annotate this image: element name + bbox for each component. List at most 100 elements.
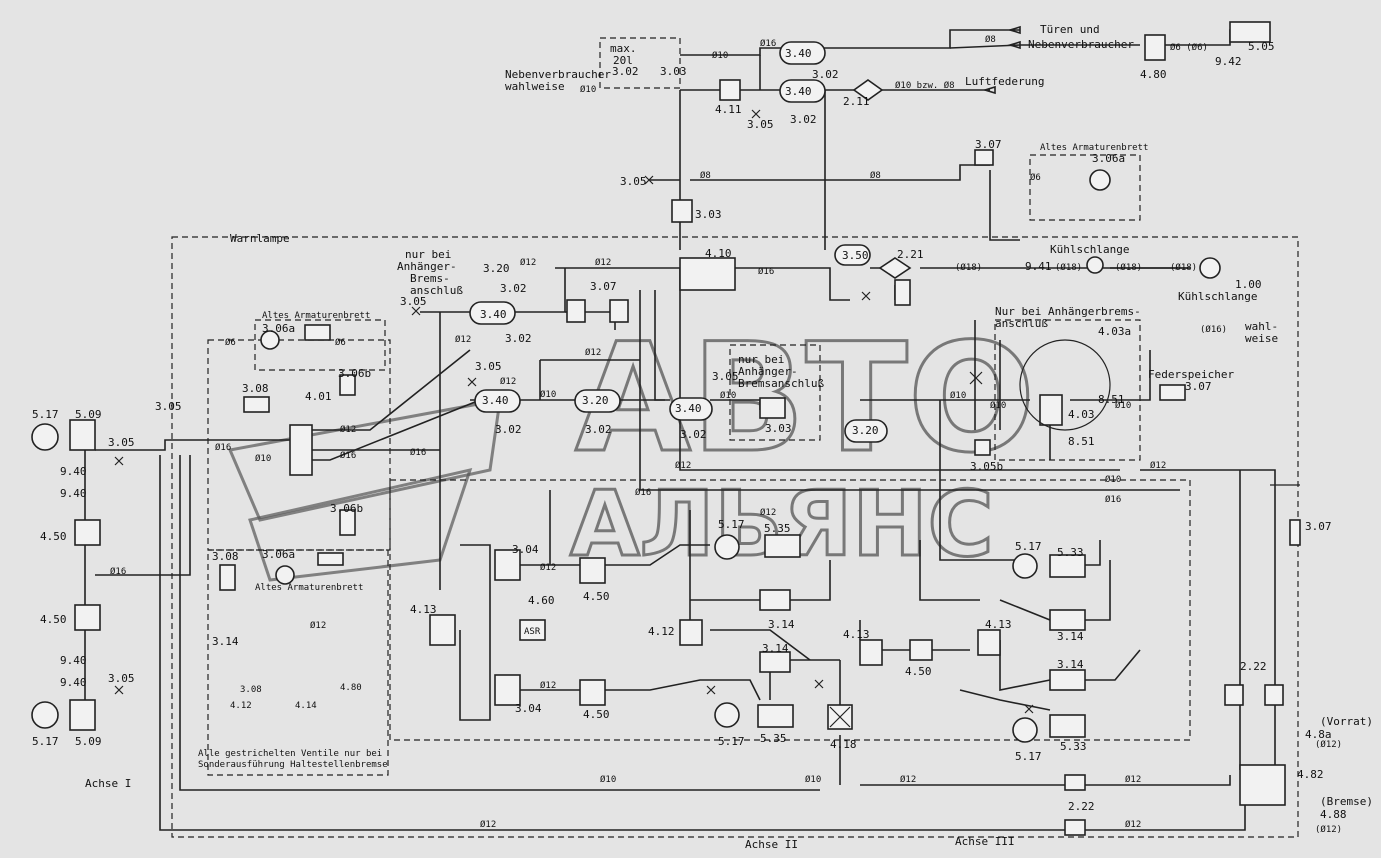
valve-3-07-right <box>1159 384 1186 401</box>
component-label: 3.07 <box>590 280 617 293</box>
component-label: 4.14 <box>295 701 317 711</box>
label-anschluss: anschluß <box>410 284 463 297</box>
pipe <box>95 439 290 451</box>
component-label: 3.05 <box>747 118 774 131</box>
component-label: 3.05 <box>155 400 182 413</box>
label-tueren-nebenverbraucher: Nebenverbraucher <box>1028 38 1134 51</box>
valve-2-22-bottom-1 <box>1064 774 1086 791</box>
compressor-1-00 <box>1199 257 1221 279</box>
label-warnlampe: Warnlampe <box>230 232 290 245</box>
component-label: 3.02 <box>790 113 817 126</box>
armatur-gauge-bottom <box>317 552 344 566</box>
component-label: 4.13 <box>985 618 1012 631</box>
valve-2-22-right <box>1264 684 1284 706</box>
valve-4-01 <box>289 424 313 476</box>
dashed-regions <box>171 37 1299 838</box>
label-alle-gestrichelten: Alle gestrichelten Ventile nur bei <box>198 749 382 759</box>
component-label: 3.06b <box>338 367 371 380</box>
component-label: 4.01 <box>305 390 332 403</box>
label-achse-1: Achse I <box>85 777 131 790</box>
label-sonderausfuehrung: Sonderausführung Haltestellenbremse <box>198 760 388 770</box>
component-label: 3.14 <box>768 618 795 631</box>
component-label: 2.21 <box>897 248 924 261</box>
component-label: 4.03 <box>1068 408 1095 421</box>
watermark-logo-shape-2 <box>248 467 473 582</box>
component-label: 4.50 <box>40 613 67 626</box>
component-label: 3.07 <box>975 138 1002 151</box>
component-label: 3.05 <box>620 175 647 188</box>
arrow-right-icon <box>1007 25 1021 35</box>
wheel-5-17-mid-bottom <box>714 702 740 728</box>
component-label: 4.50 <box>583 708 610 721</box>
component-label: 3.40 <box>675 402 702 415</box>
drain-valve-x-icon <box>114 456 124 466</box>
armatur-dashed-region <box>1029 154 1141 221</box>
component-label: 4.10 <box>705 247 732 260</box>
label-kuehlschlange-2: Kühlschlange <box>1178 290 1257 303</box>
valve-3-06b-top <box>339 374 356 396</box>
pipe-label: Ø12 <box>1125 774 1141 785</box>
component-label: 5.17 <box>718 735 745 748</box>
pipe-label: Ø12 <box>480 819 496 830</box>
air-tanks <box>469 41 888 443</box>
component-label: 3.04 <box>515 702 542 715</box>
label-center-nur-bei: nur bei <box>738 353 784 366</box>
component-label: 3.04 <box>512 543 539 556</box>
cylinder-5-35-top <box>764 534 801 558</box>
pipe-label: Ø10 <box>990 400 1006 411</box>
component-label: 3.08 <box>242 382 269 395</box>
pipe-label: Ø8 <box>870 170 881 181</box>
drain-valve-x-icon <box>751 109 761 119</box>
drain-valve-x-icon <box>114 685 124 695</box>
pipe-label: Ø12 <box>540 562 556 573</box>
text-labels: max. 20l Nebenverbraucher wahlweise Türe… <box>85 23 1373 851</box>
component-label: 5.17 <box>1015 540 1042 553</box>
component-label: 5.35 <box>760 732 787 745</box>
component-label: 3.40 <box>480 308 507 321</box>
pipe <box>159 455 1065 831</box>
component-label: 2.22 <box>1240 660 1267 673</box>
component-label: 5.17 <box>32 735 59 748</box>
wheel-5-17-right-top <box>1012 553 1038 579</box>
valve-2-21 <box>878 257 912 279</box>
tank-3-40-center <box>669 397 713 421</box>
pipe <box>989 170 1020 241</box>
pipe <box>310 399 481 461</box>
component-label: 4.50 <box>583 590 610 603</box>
wheel-5-17-top-left <box>31 423 59 451</box>
component-label: 2.22 <box>1068 800 1095 813</box>
label-achse-2: Achse II <box>745 838 798 851</box>
pipe-label: Ø16 <box>758 266 774 277</box>
warnlampe-bottom-left <box>275 565 295 585</box>
valve-4-12 <box>679 619 703 646</box>
component-label: 3.03 <box>765 422 792 435</box>
component-label: 3.07 <box>1305 520 1332 533</box>
valve-4-50-left-bottom <box>74 604 101 631</box>
component-label: 3.02 <box>585 423 612 436</box>
valve-3-04-bottom <box>494 674 521 706</box>
drain-valve-x-icon <box>861 291 871 301</box>
pipe-label: Ø12 <box>520 257 536 268</box>
label-nebenverbraucher: Nebenverbraucher <box>505 68 611 81</box>
valve-3-14-mid-top <box>759 589 791 611</box>
anhaenger-dashed-region <box>994 319 1141 461</box>
component-label: 4.13 <box>410 603 437 616</box>
valve-4-13-right <box>977 629 1001 656</box>
valve-4-03 <box>1039 394 1063 426</box>
pipe-label: (Ø16) <box>1200 324 1227 335</box>
pipe-label: (Ø18) <box>1170 262 1197 273</box>
component-label: 4.82 <box>1297 768 1324 781</box>
component-label: 3.06a <box>1092 152 1125 165</box>
valve-2-11 <box>852 79 884 101</box>
pipe-label: Ø12 <box>595 257 611 268</box>
pipe <box>1070 350 1151 401</box>
component-label: 4.13 <box>843 628 870 641</box>
pipe-label: Ø12 <box>340 424 356 435</box>
component-label: 5.33 <box>1060 740 1087 753</box>
label-brems: Brems- <box>410 272 450 285</box>
valve-3-07-mid-b <box>609 299 629 323</box>
component-label: 3.02 <box>500 282 527 295</box>
component-label: 4.60 <box>528 594 555 607</box>
pipe <box>310 349 471 431</box>
component-label: 4.12 <box>648 625 675 638</box>
